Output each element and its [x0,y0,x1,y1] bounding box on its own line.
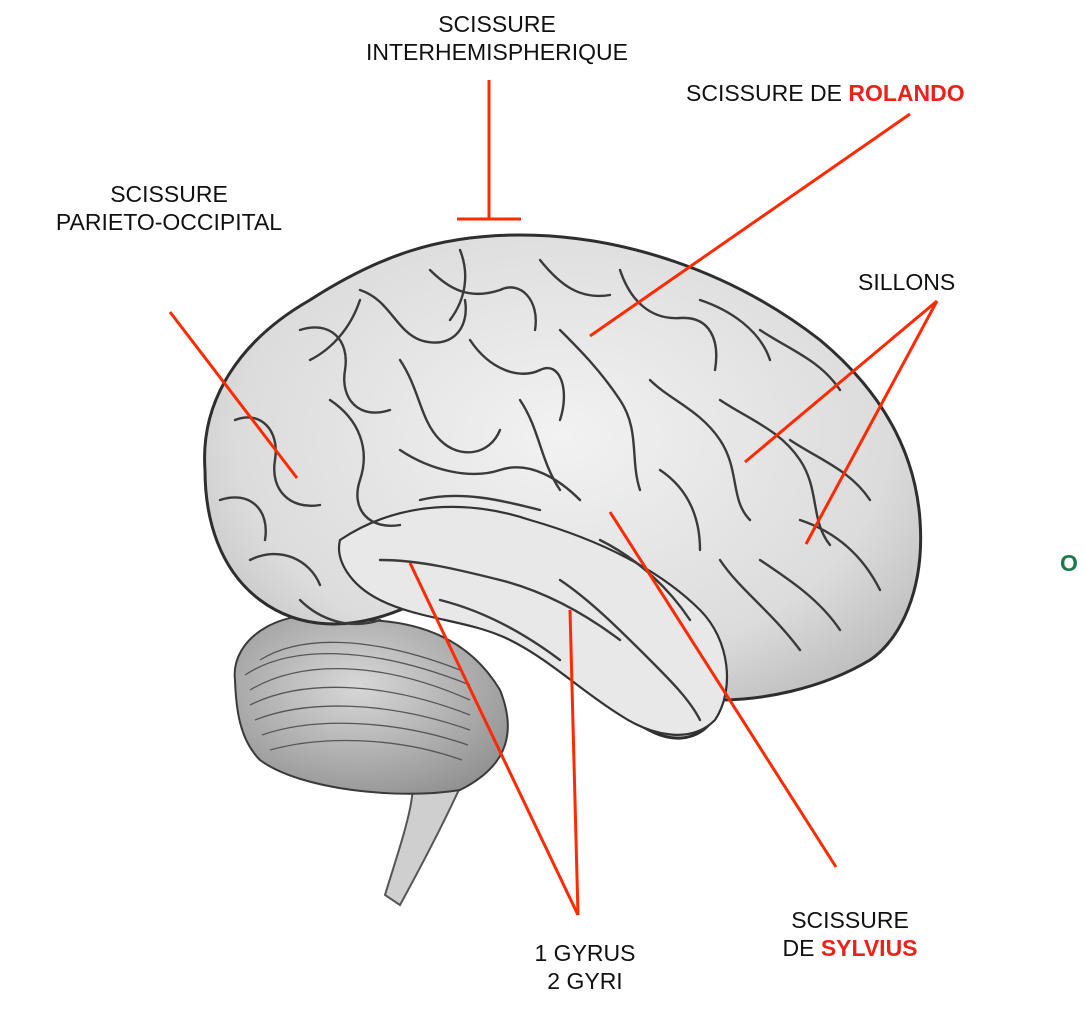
label-sillons: SILLONS [858,268,1008,296]
label-gyrus: 1 GYRUS 2 GYRI [500,939,670,995]
label-gyrus-line2: 2 GYRI [500,967,670,995]
label-rolando-highlight: ROLANDO [848,80,964,106]
cerebellum-shape [235,615,508,794]
label-rolando-prefix: SCISSURE DE [686,80,848,106]
label-rolando: SCISSURE DE ROLANDO [686,79,1085,107]
label-sylvius-prefix: DE [782,935,820,961]
label-sillons-text: SILLONS [858,269,955,295]
label-gyrus-line1: 1 GYRUS [500,939,670,967]
label-parieto-occipital-line2: PARIETO-OCCIPITAL [4,208,334,236]
label-cut-off: O [1060,549,1085,577]
label-interhemispherique-line1: SCISSURE [317,10,677,38]
label-interhemispherique-line2: INTERHEMISPHERIQUE [317,38,677,66]
label-cut-off-text: O [1060,550,1078,576]
label-sylvius: SCISSURE DE SYLVIUS [745,906,955,962]
label-sylvius-highlight: SYLVIUS [821,935,918,961]
label-parieto-occipital-line1: SCISSURE [4,180,334,208]
label-sylvius-line2: DE SYLVIUS [745,934,955,962]
label-sylvius-line1: SCISSURE [745,906,955,934]
label-parieto-occipital: SCISSURE PARIETO-OCCIPITAL [4,180,334,236]
label-interhemispherique: SCISSURE INTERHEMISPHERIQUE [317,10,677,66]
